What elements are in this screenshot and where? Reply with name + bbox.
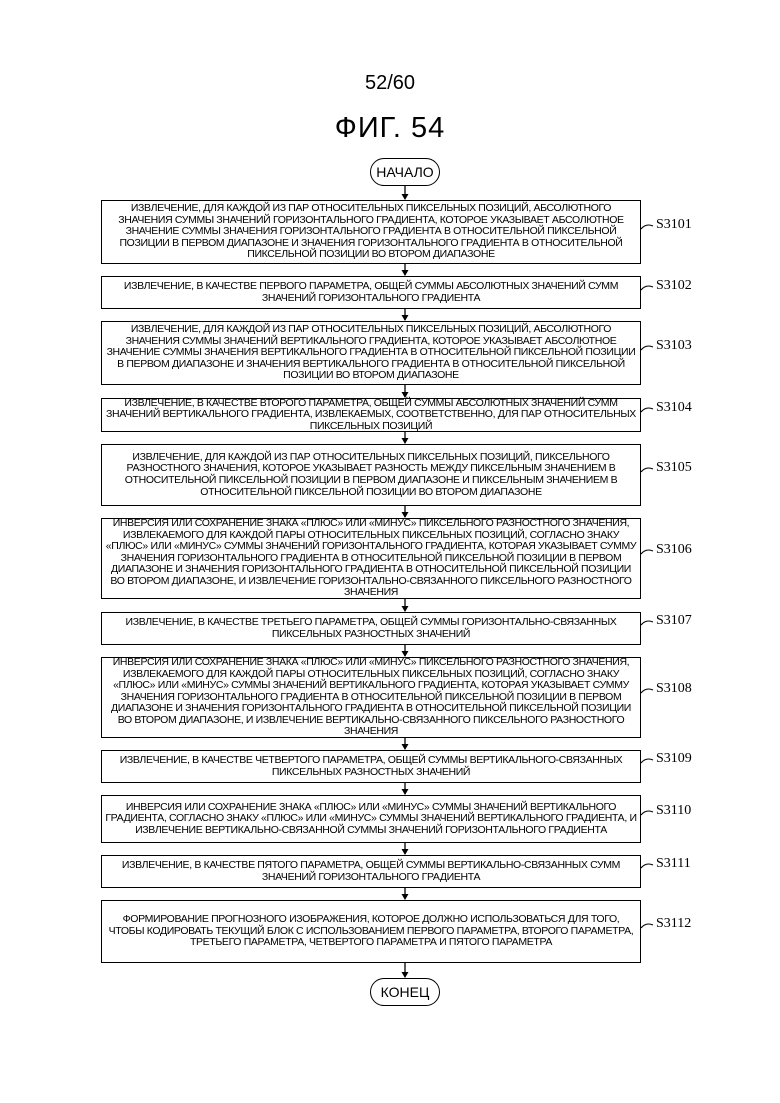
step-box-s3106: ИНВЕРСИЯ ИЛИ СОХРАНЕНИЕ ЗНАКА «ПЛЮС» ИЛИ… xyxy=(101,518,641,599)
step-label-s3101: S3101 xyxy=(656,217,692,233)
step-label-s3112: S3112 xyxy=(656,916,691,932)
step-label-s3108: S3108 xyxy=(656,681,692,697)
step-box-s3103: ИЗВЛЕЧЕНИЕ, ДЛЯ КАЖДОЙ ИЗ ПАР ОТНОСИТЕЛЬ… xyxy=(101,321,641,385)
step-label-s3104: S3104 xyxy=(656,400,692,416)
label-leader-line xyxy=(641,346,653,350)
step-label-s3103: S3103 xyxy=(656,338,692,354)
step-label-s3110: S3110 xyxy=(656,803,691,819)
step-label-s3107: S3107 xyxy=(656,613,692,629)
label-leader-line xyxy=(641,759,653,763)
step-label-s3102: S3102 xyxy=(656,278,692,294)
label-leader-line xyxy=(641,286,653,290)
step-box-s3102: ИЗВЛЕЧЕНИЕ, В КАЧЕСТВЕ ПЕРВОГО ПАРАМЕТРА… xyxy=(101,276,641,309)
step-box-s3104: ИЗВЛЕЧЕНИЕ, В КАЧЕСТВЕ ВТОРОГО ПАРАМЕТРА… xyxy=(101,398,641,432)
step-label-s3111: S3111 xyxy=(656,856,691,872)
step-label-s3109: S3109 xyxy=(656,751,692,767)
step-box-s3109: ИЗВЛЕЧЕНИЕ, В КАЧЕСТВЕ ЧЕТВЕРТОГО ПАРАМЕ… xyxy=(101,750,641,783)
label-leader-line xyxy=(641,550,653,554)
label-leader-line xyxy=(641,924,653,928)
label-leader-line xyxy=(641,811,653,815)
step-box-s3110: ИНВЕРСИЯ ИЛИ СОХРАНЕНИЕ ЗНАКА «ПЛЮС» ИЛИ… xyxy=(101,795,641,843)
step-box-s3107: ИЗВЛЕЧЕНИЕ, В КАЧЕСТВЕ ТРЕТЬЕГО ПАРАМЕТР… xyxy=(101,612,641,645)
step-box-s3112: ФОРМИРОВАНИЕ ПРОГНОЗНОГО ИЗОБРАЖЕНИЯ, КО… xyxy=(101,900,641,963)
step-box-s3111: ИЗВЛЕЧЕНИЕ, В КАЧЕСТВЕ ПЯТОГО ПАРАМЕТРА,… xyxy=(101,855,641,888)
label-leader-line xyxy=(641,864,653,868)
label-leader-line xyxy=(641,468,653,472)
label-leader-line xyxy=(641,408,653,412)
step-label-s3105: S3105 xyxy=(656,460,692,476)
label-leader-line xyxy=(641,689,653,693)
end-terminal: КОНЕЦ xyxy=(370,978,440,1006)
label-leader-line xyxy=(641,225,653,229)
step-label-s3106: S3106 xyxy=(656,542,692,558)
step-box-s3101: ИЗВЛЕЧЕНИЕ, ДЛЯ КАЖДОЙ ИЗ ПАР ОТНОСИТЕЛЬ… xyxy=(101,200,641,264)
start-terminal: НАЧАЛО xyxy=(370,158,440,186)
step-box-s3105: ИЗВЛЕЧЕНИЕ, ДЛЯ КАЖДОЙ ИЗ ПАР ОТНОСИТЕЛЬ… xyxy=(101,444,641,506)
step-box-s3108: ИНВЕРСИЯ ИЛИ СОХРАНЕНИЕ ЗНАКА «ПЛЮС» ИЛИ… xyxy=(101,657,641,738)
label-leader-line xyxy=(641,621,653,625)
